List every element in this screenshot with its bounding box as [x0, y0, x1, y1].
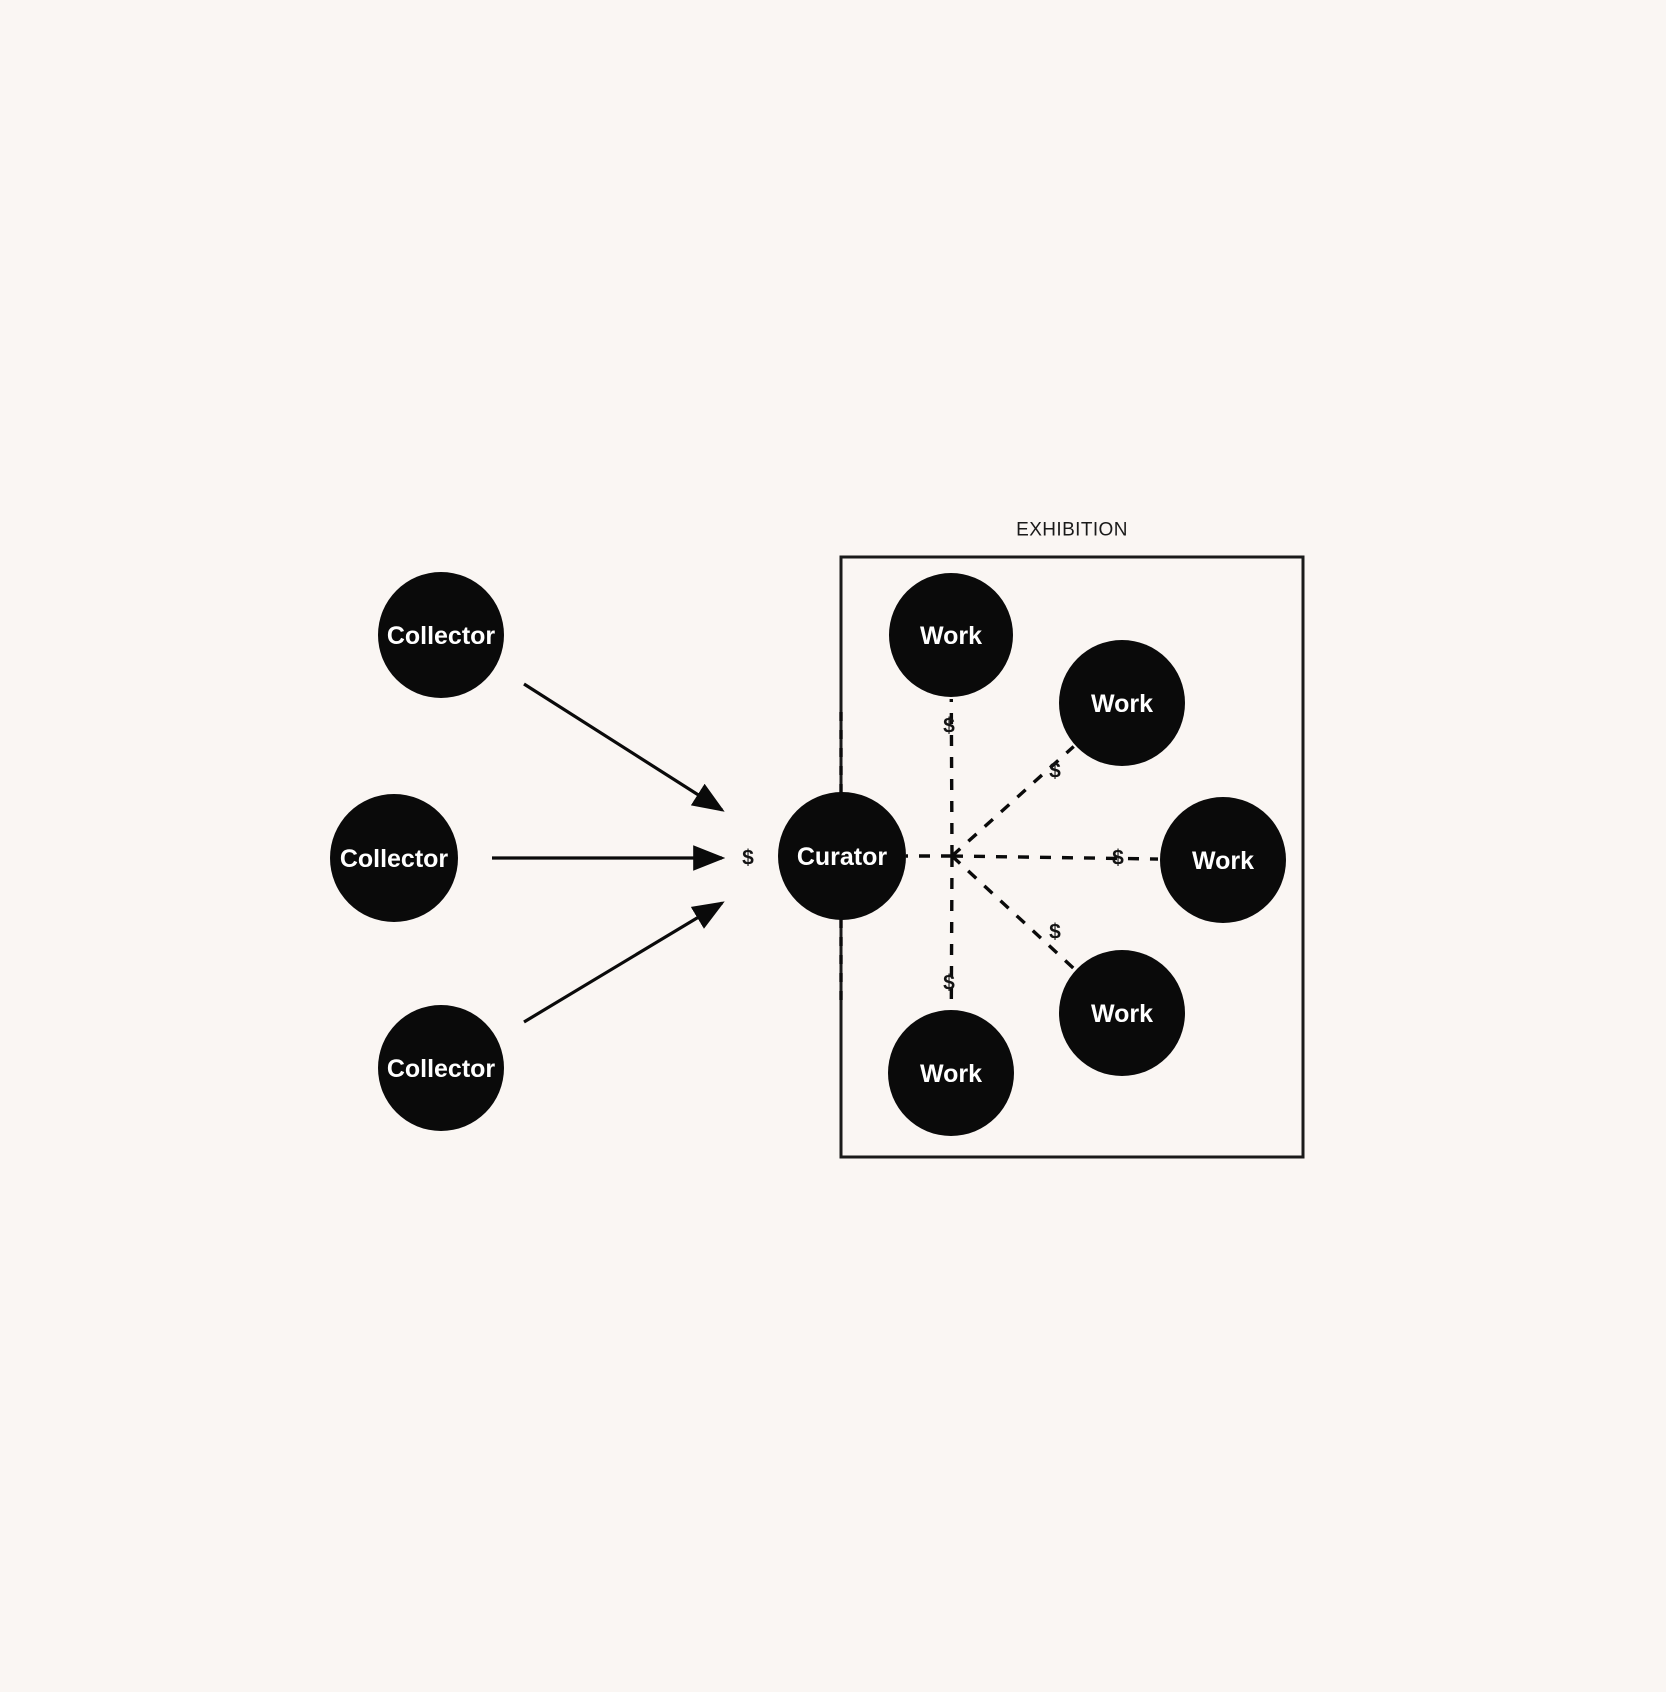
work-node-4[interactable]: Work: [1059, 950, 1185, 1076]
collector-flow-arrows: [492, 682, 726, 1024]
collector-node-2[interactable]: Collector: [330, 794, 458, 922]
collector-circle[interactable]: [378, 572, 504, 698]
work-circle[interactable]: [888, 1010, 1014, 1136]
arrow-collector-3-to-curator: [523, 901, 725, 1024]
work-circle[interactable]: [889, 573, 1013, 697]
work-node-1[interactable]: Work: [889, 573, 1013, 697]
curator-circle[interactable]: [778, 792, 906, 920]
collector-circle[interactable]: [330, 794, 458, 922]
spoke-hub-to-work-bottom: [949, 855, 954, 1009]
money-symbols: $ $ $ $ $ $: [742, 715, 1124, 995]
spoke-hub-to-work-top: [949, 698, 954, 857]
money-work-bottom: $: [943, 972, 955, 995]
exhibition-title: EXHIBITION: [1016, 520, 1128, 541]
collector-node-1[interactable]: Collector: [378, 572, 504, 698]
spoke-hub-to-work-lower-right: [950, 854, 1076, 971]
work-circle[interactable]: [1059, 640, 1185, 766]
work-circle[interactable]: [1059, 950, 1185, 1076]
work-node-3[interactable]: Work: [1160, 797, 1286, 923]
collector-circle[interactable]: [378, 1005, 504, 1131]
work-node-5[interactable]: Work: [888, 1010, 1014, 1136]
money-work-upper-right: $: [1049, 760, 1061, 783]
spoke-hub-to-work-right: [951, 854, 1159, 861]
curator-node[interactable]: Curator: [778, 792, 906, 920]
money-work-right: $: [1112, 847, 1124, 870]
money-work-lower-right: $: [1049, 921, 1061, 944]
work-circle[interactable]: [1160, 797, 1286, 923]
money-curator-input: $: [742, 847, 754, 870]
collector-nodes: Collector Collector Collector: [330, 572, 504, 1131]
work-distribution-spokes: [906, 698, 1159, 1009]
spoke-hub-to-work-upper-right: [950, 745, 1075, 858]
collector-node-3[interactable]: Collector: [378, 1005, 504, 1131]
arrow-collector-1-to-curator: [523, 682, 725, 812]
money-work-top: $: [943, 715, 955, 738]
work-node-2[interactable]: Work: [1059, 640, 1185, 766]
